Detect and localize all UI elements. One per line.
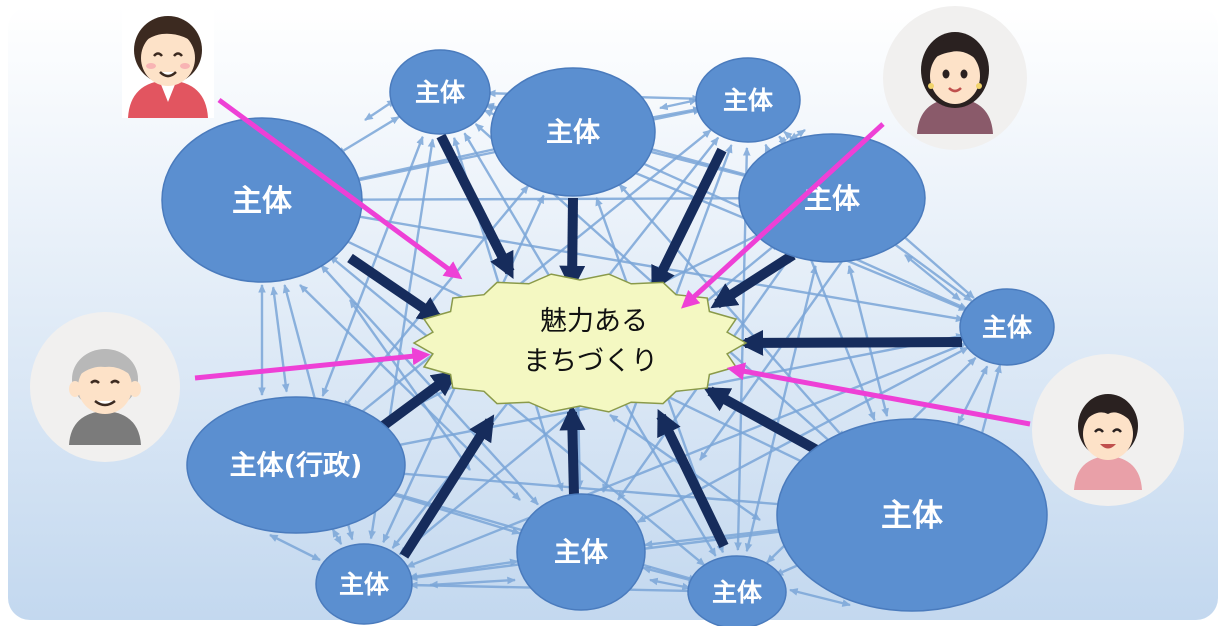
- actor-node-label: 主体: [339, 570, 390, 599]
- actor-node-label: 主体: [712, 578, 763, 607]
- center-burst-shape: [412, 273, 748, 413]
- actor-node-circle: [516, 493, 646, 611]
- child-icon: [1032, 354, 1184, 506]
- actor-node-label: 主体(行政): [230, 450, 363, 482]
- actor-node-circle: [490, 67, 656, 197]
- resident-arrow: [726, 362, 1031, 427]
- network-link: [364, 99, 396, 121]
- network-link: [904, 254, 961, 301]
- contribution-arrow: [347, 253, 445, 323]
- actor-node-circle: [959, 288, 1055, 366]
- actor-node: 主体: [776, 418, 1048, 612]
- actor-node-label: 主体: [415, 78, 466, 107]
- contribution-arrow: [399, 414, 495, 559]
- actor-node: 主体(行政): [186, 396, 406, 534]
- network-link: [331, 528, 343, 545]
- actor-node-label: 主体: [723, 86, 774, 115]
- contribution-arrow: [559, 404, 586, 497]
- contribution-arrow: [650, 147, 727, 293]
- network-link: [659, 97, 698, 111]
- woman-dark-hair-icon: [883, 6, 1027, 150]
- actor-node: 主体: [687, 555, 787, 626]
- actor-node-label: 主体: [546, 118, 601, 149]
- network-link: [649, 577, 691, 591]
- actor-node-circle: [389, 49, 491, 135]
- actor-node-circle: [186, 396, 406, 534]
- contribution-arrow: [703, 386, 827, 459]
- network-link: [429, 576, 516, 589]
- center-label-line2: まちづくり: [523, 346, 658, 377]
- actor-node-circle: [315, 543, 413, 625]
- actor-node-circle: [687, 555, 787, 626]
- actor-node-label: 主体: [982, 313, 1033, 342]
- elderly-man-icon: [30, 312, 180, 462]
- actor-node-label: 主体: [232, 184, 293, 219]
- network-link: [789, 588, 851, 607]
- network-link: [699, 249, 851, 461]
- actor-node: 主体: [315, 543, 413, 625]
- actor-node: 主体: [738, 133, 926, 263]
- resident-arrows: [194, 97, 1031, 427]
- contribution-arrow: [710, 250, 796, 309]
- actor-node: 主体: [161, 117, 363, 283]
- contribution-arrow: [559, 197, 586, 292]
- contribution-arrow: [436, 133, 515, 279]
- actor-node-circle: [695, 57, 801, 143]
- actor-node: 主体: [959, 288, 1055, 366]
- actor-node-label: 主体: [554, 538, 609, 569]
- actor-node-label: 主体: [881, 498, 943, 534]
- actor-node-circle: [776, 418, 1048, 612]
- resident-arrow: [681, 122, 885, 309]
- woman-red-shirt-icon: [122, 10, 214, 118]
- actor-node: 主体: [389, 49, 491, 135]
- contribution-arrow: [656, 408, 729, 549]
- center-label-line1: 魅力ある: [540, 306, 648, 337]
- center-goal: 魅力ある まちづくり: [412, 273, 748, 413]
- actor-node-circle: [161, 117, 363, 283]
- actor-node-circle: [738, 133, 926, 263]
- resident-arrow: [194, 347, 431, 381]
- network-link: [269, 533, 321, 562]
- network-link: [789, 129, 806, 141]
- actor-node: 主体: [490, 67, 656, 197]
- actor-node: 主体: [695, 57, 801, 143]
- network-link: [349, 299, 471, 471]
- residents: [30, 6, 1184, 506]
- resident-arrow: [217, 97, 463, 280]
- contribution-arrow: [737, 329, 963, 356]
- actor-node: 主体: [516, 493, 646, 611]
